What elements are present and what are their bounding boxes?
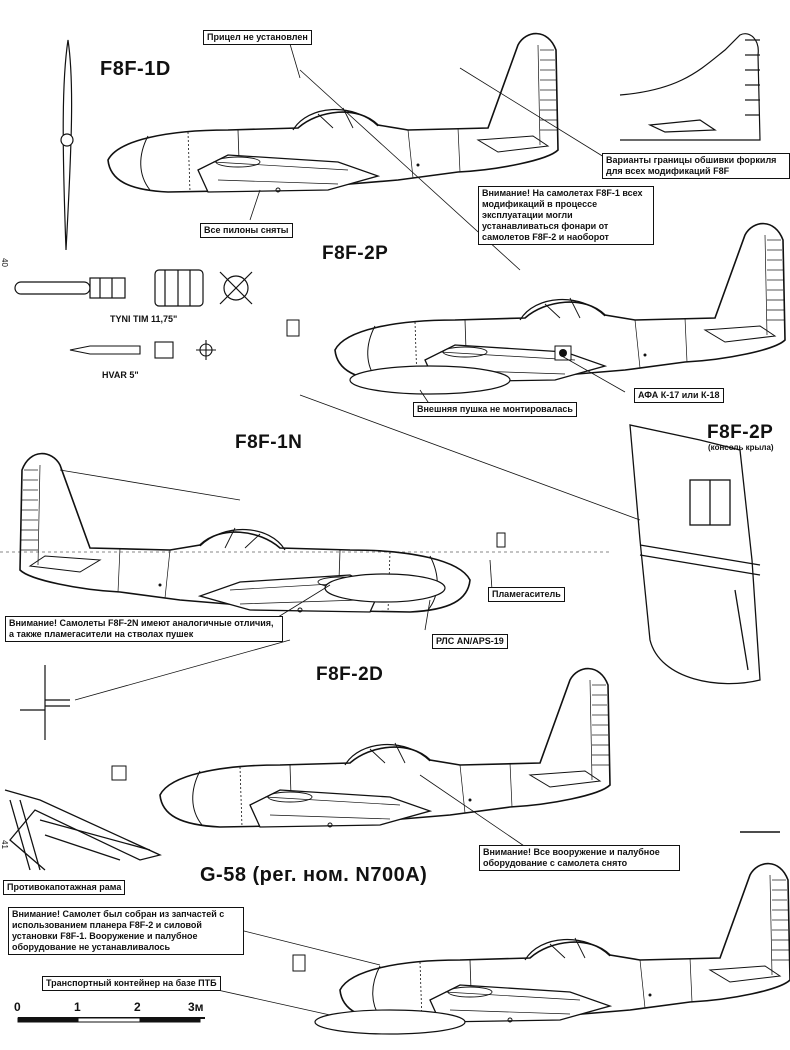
callout-f8f2n-note: Внимание! Самолеты F8F-2N имеют аналогич…: [5, 616, 283, 642]
title-g58: G-58 (рег. ном. N700A): [200, 864, 428, 886]
callout-camera: АФА К-17 или К-18: [634, 388, 724, 403]
callout-flame-damper: Пламегаситель: [488, 587, 565, 602]
scale-tick-1: 1: [74, 1000, 81, 1014]
label-tiny-tim: TYNI TIM 11,75": [110, 314, 178, 324]
title-f8f-2d: F8F-2D: [316, 664, 384, 685]
f8f-2p-wing-planform: [629, 424, 761, 685]
subtitle-wing-console: (консоль крыла): [708, 443, 774, 452]
callout-armament-removed: Внимание! Все вооружение и палубное обор…: [479, 845, 680, 871]
tiny-tim-rocket: [14, 269, 253, 307]
prop-hub-g58: [292, 954, 306, 972]
callout-fin-variants: Варианты границы обшивки форкиля для все…: [602, 153, 790, 179]
drop-tank-2p: [349, 365, 511, 395]
title-f8f-1d: F8F-1D: [100, 58, 171, 80]
f8f-1d-profile: [107, 32, 559, 193]
page-number-40: 40: [0, 258, 9, 267]
page-number-41: 41: [0, 840, 9, 849]
prop-hub-2d: [111, 765, 127, 781]
g58-profile: [339, 862, 790, 1023]
antenna-detail: [20, 665, 70, 740]
scale-tick-2: 2: [134, 1000, 141, 1014]
callout-pylons-removed: Все пилоны сняты: [200, 223, 293, 238]
callout-no-sight: Прицел не установлен: [203, 30, 312, 45]
transport-container: [314, 1009, 466, 1035]
rollover-frame: [4, 789, 162, 871]
leader-lines: [59, 43, 641, 1016]
callout-no-gun-pod: Внешняя пушка не монтировалась: [413, 402, 577, 417]
callout-radar: РЛС AN/APS-19: [432, 634, 508, 649]
callout-transport-container: Транспортный контейнер на базе ПТБ: [42, 976, 221, 991]
f8f-2d-profile: [159, 667, 611, 828]
callout-g58-note: Внимание! Самолет был собран из запчасте…: [8, 907, 244, 955]
label-hvar: HVAR 5": [102, 370, 139, 380]
scale-tick-3: 3м: [188, 1000, 204, 1014]
radar-pod: [324, 573, 446, 603]
scale-bar: [17, 1017, 205, 1023]
prop-hub-2p: [286, 319, 300, 337]
title-f8f-1n: F8F-1N: [235, 432, 303, 453]
hvar-rocket: [69, 340, 216, 360]
fin-variant-sketch: [619, 33, 761, 141]
callout-rollover-frame: Противокапотажная рама: [3, 880, 126, 895]
scale-tick-0: 0: [14, 1000, 21, 1014]
title-f8f-2p: F8F-2P: [322, 243, 389, 264]
callout-canopy-note: Внимание! На самолетах F8F-1 всех модифи…: [478, 186, 654, 245]
title-f8f-2p-wing: F8F-2P: [707, 422, 774, 443]
